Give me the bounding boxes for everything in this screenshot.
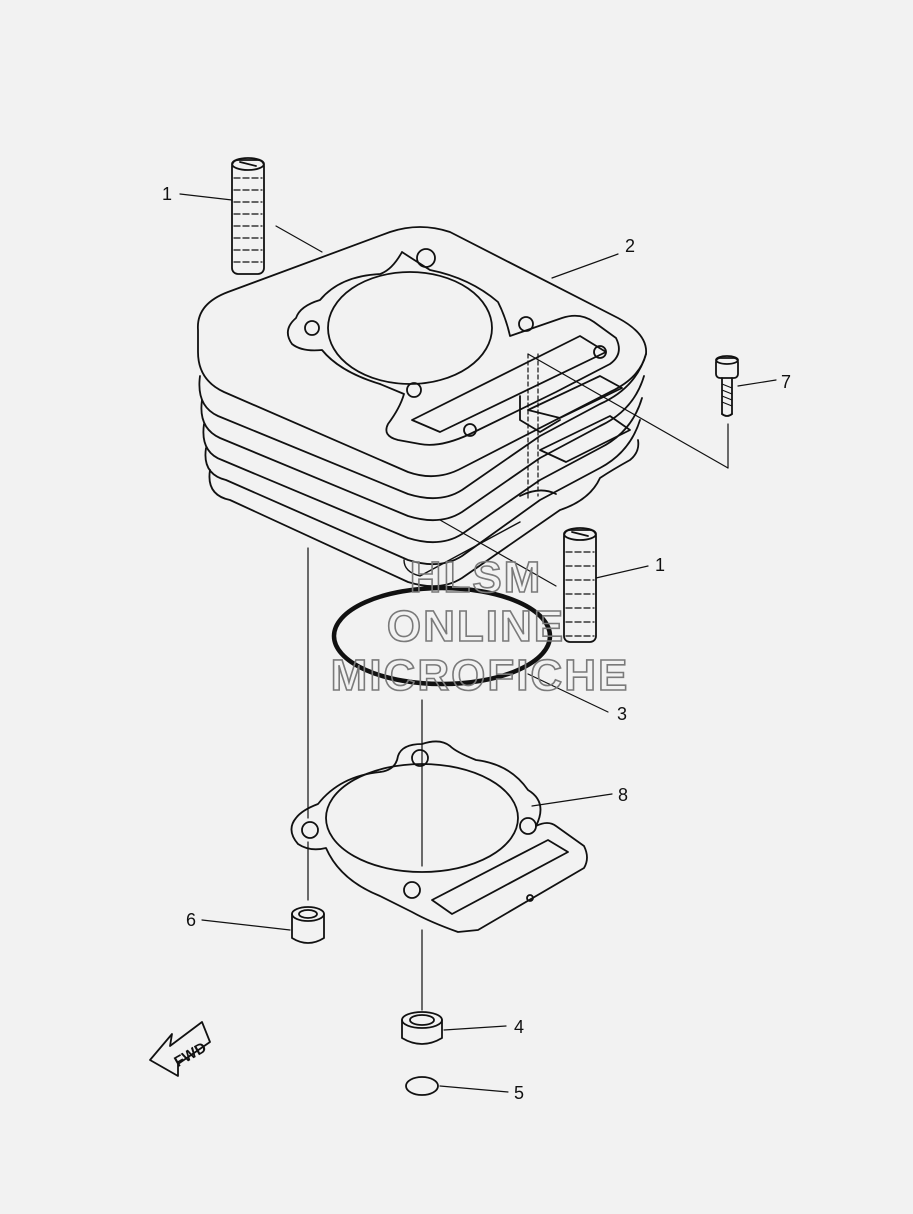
callout-2: 2 [625, 236, 635, 256]
cylinder-block[interactable] [197, 226, 647, 588]
bolt[interactable] [715, 355, 739, 417]
watermark-line-3: MICROFICHE [331, 651, 630, 700]
dowel-4[interactable] [401, 1011, 443, 1045]
dowel-pin-upper[interactable] [231, 157, 265, 275]
callout-1-lower: 1 [655, 555, 665, 575]
cylinder-gasket[interactable] [290, 740, 588, 933]
callout-5: 5 [514, 1083, 524, 1103]
dowel-6[interactable] [291, 906, 325, 944]
o-ring-small[interactable] [405, 1076, 439, 1096]
callout-1-upper: 1 [162, 184, 172, 204]
callout-4: 4 [514, 1017, 524, 1037]
watermark: HLSM ONLINE MICROFICHE [330, 552, 630, 701]
callout-3: 3 [617, 704, 627, 724]
forward-arrow-icon [149, 1021, 211, 1077]
callout-8: 8 [618, 785, 628, 805]
callout-6: 6 [186, 910, 196, 930]
callout-7: 7 [781, 372, 791, 392]
dowel-pin-lower[interactable] [563, 527, 597, 643]
leader-lines [179, 193, 777, 1093]
o-ring-large[interactable] [331, 585, 553, 687]
watermark-line-1: HLSM [410, 553, 543, 602]
watermark-line-2: ONLINE [387, 602, 565, 651]
